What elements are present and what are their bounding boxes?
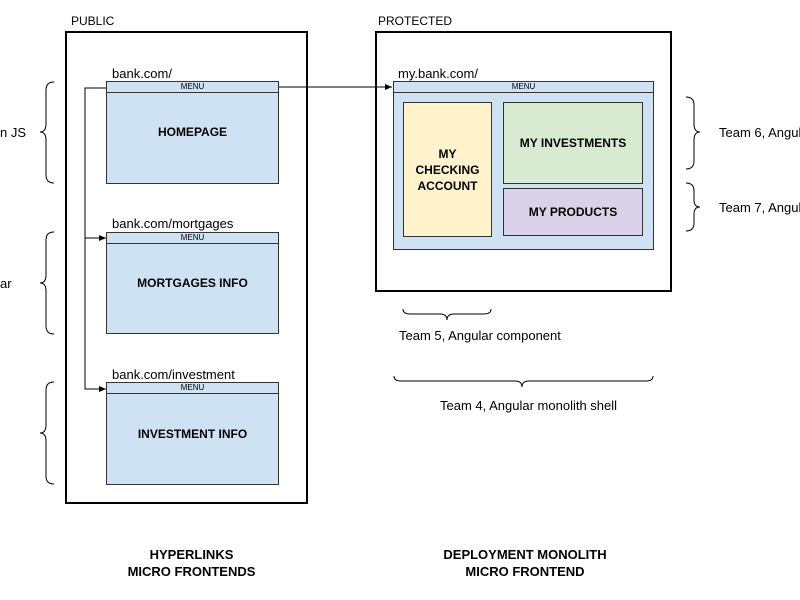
public-frame	[65, 31, 308, 504]
team-label-component: Team 5, Angular component	[399, 328, 561, 343]
investments-tile: MY INVESTMENTS	[503, 102, 643, 184]
protected-url: my.bank.com/	[398, 66, 478, 81]
investment-page: MENU INVESTMENT INFO	[106, 382, 279, 485]
menu-bar: MENU	[107, 82, 278, 93]
brace-shell-team	[393, 375, 654, 388]
mortgages-page: MENU MORTGAGES INFO	[106, 232, 279, 334]
homepage-page: MENU HOMEPAGE	[106, 81, 279, 184]
caption-line: HYPERLINKS	[149, 547, 234, 562]
page-title: MORTGAGES INFO	[137, 276, 248, 290]
team-label-investments: Team 6, Angula	[719, 125, 800, 140]
caption-line: MICRO FRONTEND	[465, 564, 585, 579]
public-caption: HYPERLINKS MICRO FRONTENDS	[100, 546, 283, 580]
public-section-label: PUBLIC	[71, 14, 115, 28]
caption-line: MICRO FRONTENDS	[127, 564, 256, 579]
page-url: bank.com/mortgages	[112, 216, 234, 231]
caption-line: DEPLOYMENT MONOLITH	[443, 547, 607, 562]
brace-component-team	[402, 308, 492, 321]
page-url: bank.com/	[112, 66, 172, 81]
left-team-label: n JS	[0, 125, 27, 140]
menu-bar: MENU	[107, 233, 278, 244]
page-title: INVESTMENT INFO	[137, 427, 248, 441]
team-label-products: Team 7, Angula	[719, 200, 800, 215]
page-title: HOMEPAGE	[157, 125, 228, 139]
protected-caption: DEPLOYMENT MONOLITH MICRO FRONTEND	[420, 546, 630, 580]
brace-investment	[39, 381, 55, 485]
page-url: bank.com/investment	[112, 367, 235, 382]
protected-section-label: PROTECTED	[378, 14, 453, 28]
checking-account-tile: MY CHECKING ACCOUNT	[403, 102, 492, 237]
brace-homepage	[39, 81, 55, 184]
menu-bar: MENU	[107, 383, 278, 394]
brace-products-team	[685, 182, 701, 232]
protected-frame	[375, 31, 672, 292]
products-tile: MY PRODUCTS	[503, 188, 643, 236]
left-team-label: ar	[0, 276, 12, 291]
team-label-shell: Team 4, Angular monolith shell	[440, 398, 618, 413]
brace-mortgages	[39, 231, 55, 335]
menu-bar: MENU	[394, 82, 653, 93]
brace-investments-team	[685, 96, 701, 170]
